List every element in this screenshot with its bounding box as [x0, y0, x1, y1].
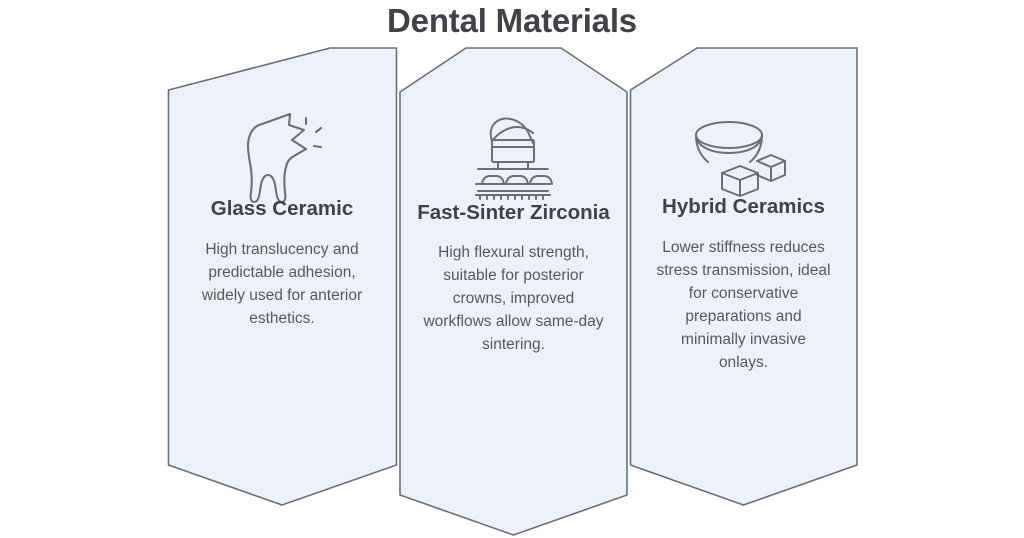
panel-hybrid-ceramics[interactable]: Hybrid Ceramics Lower stiffness reduces …: [630, 110, 857, 375]
page-title: Dental Materials: [387, 2, 637, 39]
panel-title-glass-ceramic: Glass Ceramic: [210, 197, 354, 220]
panel-shape-fast-sinter-zirconia: [399, 47, 628, 536]
crucible-blocks-icon: [695, 121, 786, 197]
panel-glass-ceramic[interactable]: Glass Ceramic High translucency and pred…: [168, 110, 396, 331]
panel-fast-sinter-zirconia[interactable]: Fast-Sinter Zirconia High flexural stren…: [400, 110, 627, 357]
panel-description-glass-ceramic: High translucency and predictable adhesi…: [201, 241, 363, 328]
panel-description-hybrid-ceramics: Lower stiffness reduces stress transmiss…: [656, 239, 831, 371]
sintering-furnace-icon: [475, 117, 553, 200]
chipped-tooth-icon: [246, 112, 323, 204]
panel-description-fast-sinter-zirconia: High flexural strength, suitable for pos…: [423, 244, 604, 353]
panel-shape-glass-ceramic: [167, 47, 398, 506]
panel-title-hybrid-ceramics: Hybrid Ceramics: [662, 195, 825, 218]
panel-title-fast-sinter-zirconia: Fast-Sinter Zirconia: [417, 201, 610, 224]
panel-shape-hybrid-ceramics: [629, 47, 858, 506]
